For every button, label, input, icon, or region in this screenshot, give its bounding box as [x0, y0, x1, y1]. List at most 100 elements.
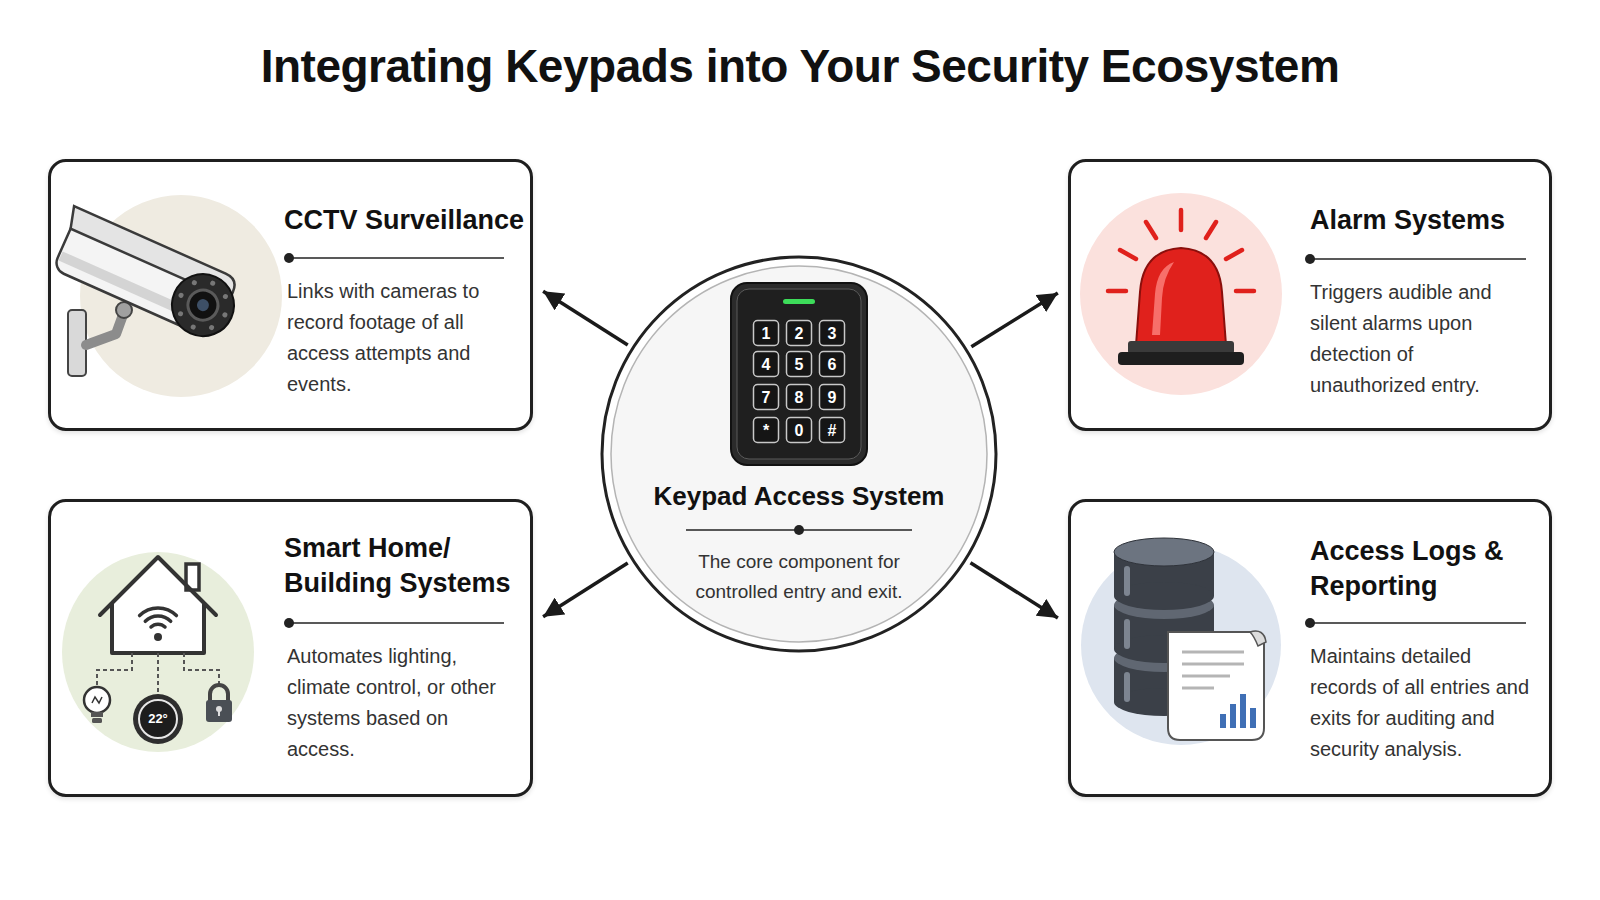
heading-dividers: [284, 253, 1526, 628]
report-lines: [1182, 652, 1244, 688]
keypad-key: [787, 418, 812, 443]
camera-lens-glass: [195, 297, 211, 313]
siren-base: [1128, 341, 1234, 354]
camera-shading: [59, 251, 196, 320]
divider-dot: [1305, 618, 1315, 628]
database-disk-top: [1114, 538, 1214, 566]
database-highlight: [1124, 566, 1130, 596]
database-highlight: [1124, 619, 1130, 649]
siren-dome: [1136, 248, 1226, 345]
keypad-key: [754, 385, 779, 410]
feature-box: CCTV SurveillanceLinks with cameras to r…: [48, 159, 533, 431]
database-disk: [1114, 635, 1214, 663]
box-heading: Alarm Systems: [1310, 203, 1565, 238]
keypad-key: [787, 352, 812, 377]
divider-dot: [284, 253, 294, 263]
camera-wall-plate: [68, 310, 86, 376]
lock-body: [206, 700, 232, 722]
feature-box: Smart Home/ Building SystemsAutomates li…: [48, 499, 533, 797]
house-chimney: [186, 564, 199, 590]
divider-line: [289, 622, 504, 624]
icon-background: [80, 195, 282, 397]
arrow-connector: [970, 563, 1057, 618]
box-heading: Smart Home/ Building Systems: [284, 531, 539, 601]
camera-lens: [183, 285, 223, 325]
keypad-face: [737, 289, 861, 459]
core-heading: Keypad Access System: [600, 479, 998, 513]
database-disk: [1114, 552, 1214, 596]
report-document-icon: [1168, 631, 1266, 740]
divider-dot: [794, 525, 804, 535]
feature-box: Alarm SystemsTriggers audible and silent…: [1068, 159, 1552, 431]
database-disk: [1114, 582, 1214, 610]
keypad-key: [787, 385, 812, 410]
divider-line: [686, 529, 912, 531]
report-bar: [1230, 704, 1236, 728]
bulb-base: [91, 712, 103, 717]
thermostat-ring: [133, 694, 183, 744]
camera-ir-led: [222, 293, 229, 300]
camera-ir-led: [208, 324, 215, 331]
camera-ir-led: [177, 310, 184, 317]
keypad-key: [754, 352, 779, 377]
arrow-connector: [543, 291, 628, 345]
connector-layer: [543, 291, 1058, 618]
box-description: Automates lighting, climate control, or …: [287, 641, 509, 765]
box-heading: CCTV Surveillance: [284, 203, 539, 238]
keypad-key: [754, 418, 779, 443]
cctv-camera-icon: [46, 206, 247, 376]
report-bar: [1240, 694, 1246, 728]
feature-box: Access Logs & ReportingMaintains detaile…: [1068, 499, 1552, 797]
icon-background: [1081, 545, 1281, 745]
keypad-key: [754, 321, 779, 346]
lock-shackle: [210, 685, 228, 702]
divider-dot: [1305, 254, 1315, 264]
lock-keyhole: [218, 710, 220, 716]
smart-home-icon: [84, 557, 232, 744]
report-sheet: [1168, 632, 1264, 740]
light-bulb: [84, 687, 110, 713]
divider-dot: [284, 618, 294, 628]
keypad-icon: [731, 283, 867, 465]
house-fill: [112, 559, 204, 653]
box-description: Links with cameras to record footage of …: [287, 276, 509, 400]
database-disk-top: [1114, 591, 1214, 619]
divider-line: [1310, 258, 1526, 260]
siren-base: [1118, 352, 1244, 365]
camera-ir-led: [209, 280, 216, 287]
box-description: Maintains detailed records of all entrie…: [1310, 641, 1538, 765]
camera-ir-led: [178, 292, 185, 299]
icon-background: [1080, 193, 1282, 395]
alarm-light-rays: [1108, 210, 1254, 291]
camera-body: [53, 214, 214, 330]
core-description: The core component for controlled entry …: [669, 547, 929, 607]
circle-outer-ring: [602, 257, 996, 651]
keypad-key: [820, 352, 845, 377]
camera-ir-led: [222, 312, 229, 319]
box-description: Triggers audible and silent alarms upon …: [1310, 277, 1532, 401]
database-disk: [1114, 658, 1214, 702]
database-disk-top: [1114, 644, 1214, 672]
keypad-led: [783, 299, 815, 304]
box-heading: Access Logs & Reporting: [1310, 534, 1565, 604]
wifi-symbol: [140, 608, 177, 627]
arrow-connector: [971, 293, 1057, 347]
core-circle: Keypad Access SystemThe core component f…: [600, 255, 998, 653]
house-outline: [100, 557, 216, 653]
keypad-key: [787, 321, 812, 346]
circle-inner-ring: [611, 266, 987, 642]
keypad-body: [731, 283, 867, 465]
icon-background: [62, 552, 254, 752]
database-icon: [1114, 538, 1214, 716]
keypad-key: [820, 418, 845, 443]
wifi-dot: [154, 633, 162, 641]
siren-highlight: [1152, 262, 1174, 335]
alarm-siren-icon: [1108, 210, 1254, 365]
keypad-key: [820, 321, 845, 346]
divider-line: [1310, 622, 1526, 624]
camera-face: [162, 264, 244, 346]
divider-line: [289, 257, 504, 259]
camera-ir-led: [190, 324, 197, 331]
lock-keyhole: [216, 706, 222, 712]
camera-arm: [86, 312, 124, 345]
